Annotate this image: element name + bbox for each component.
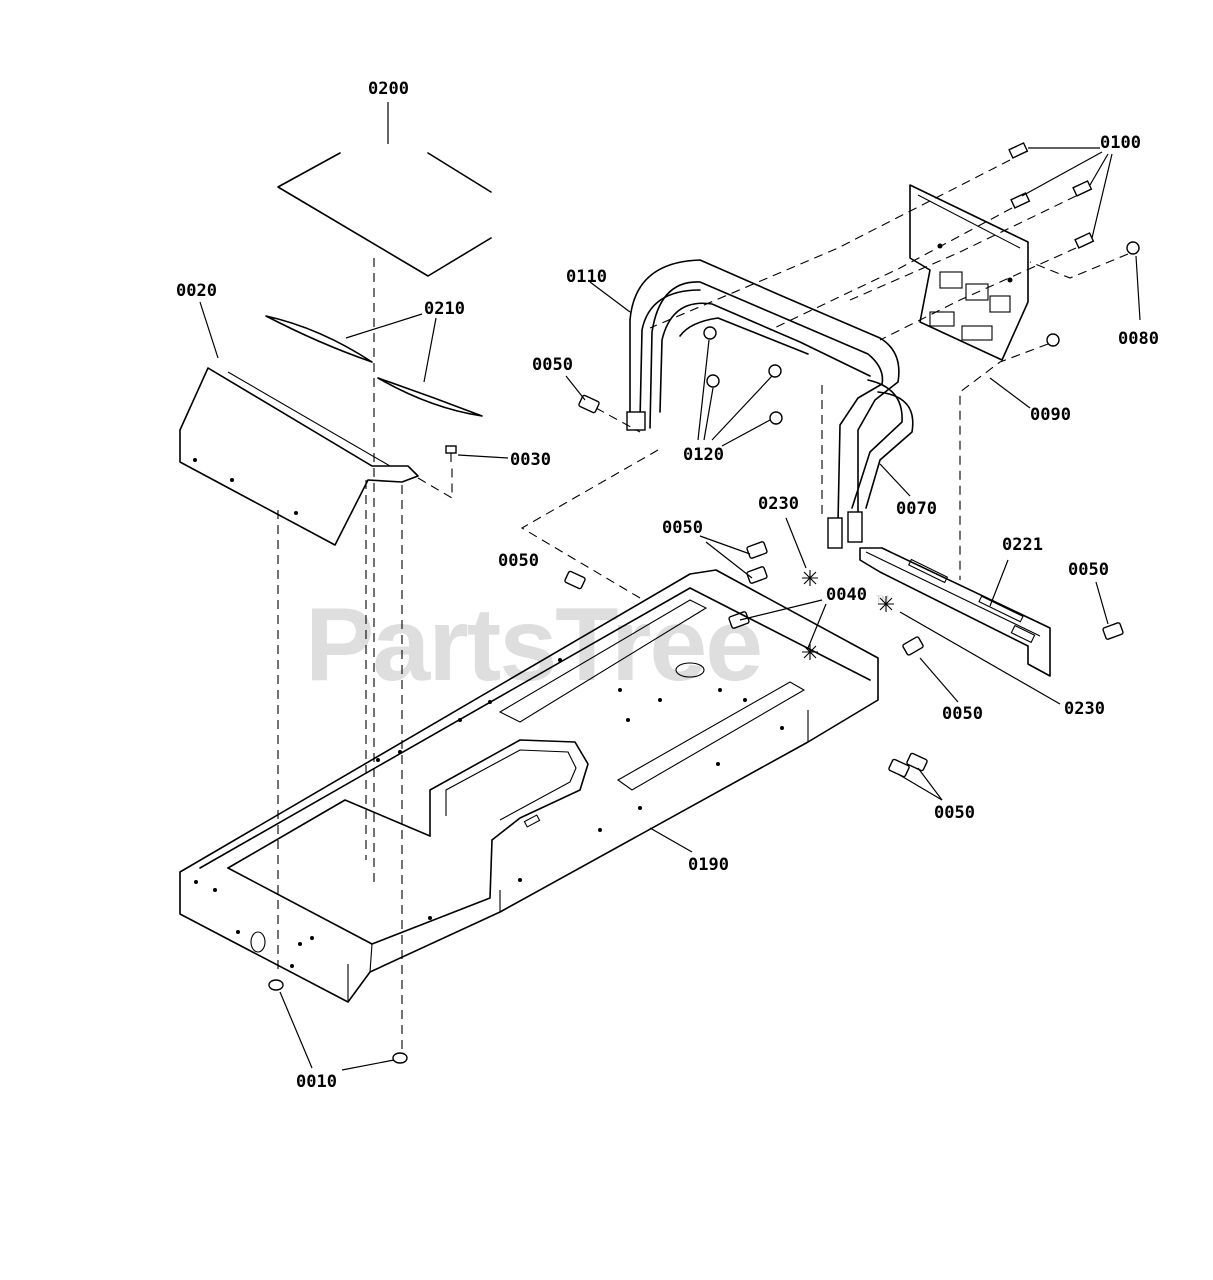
install-line bbox=[417, 468, 453, 499]
callout-0221[interactable]: 0221 bbox=[1002, 535, 1043, 555]
part-0080-washers bbox=[1046, 241, 1140, 347]
callout-0230[interactable]: 0230 bbox=[758, 494, 799, 514]
part-0120-nuts bbox=[703, 326, 783, 425]
part-0090-bracket bbox=[909, 184, 1029, 361]
callout-0120[interactable]: 0120 bbox=[683, 445, 724, 465]
watermark-trademark: TM bbox=[876, 594, 889, 604]
callout-0090[interactable]: 0090 bbox=[1030, 405, 1071, 425]
leader-lines bbox=[199, 102, 1141, 1071]
callout-0230[interactable]: 0230 bbox=[1064, 699, 1105, 719]
part-0050-bolts bbox=[564, 394, 1124, 778]
part-0200-panel bbox=[277, 152, 492, 277]
part-0010-nuts bbox=[268, 979, 408, 1064]
callout-0070[interactable]: 0070 bbox=[896, 499, 937, 519]
callout-0050[interactable]: 0050 bbox=[498, 551, 539, 571]
callout-0190[interactable]: 0190 bbox=[688, 855, 729, 875]
part-0110-tube-frame bbox=[626, 259, 914, 549]
callout-labels: 0200 0020 0210 0030 0110 0050 0120 0100 … bbox=[176, 79, 1159, 1092]
callout-0110[interactable]: 0110 bbox=[566, 267, 607, 287]
callout-0200[interactable]: 0200 bbox=[368, 79, 409, 99]
callout-0050[interactable]: 0050 bbox=[532, 355, 573, 375]
frame-install-lines bbox=[520, 159, 1129, 599]
callout-0050[interactable]: 0050 bbox=[662, 518, 703, 538]
part-0210-strips bbox=[265, 315, 483, 417]
part-0230-clips bbox=[802, 570, 894, 660]
watermark: PartsTree bbox=[305, 587, 761, 703]
callout-0040[interactable]: 0040 bbox=[826, 585, 867, 605]
callout-0050[interactable]: 0050 bbox=[1068, 560, 1109, 580]
callout-0010[interactable]: 0010 bbox=[296, 1072, 337, 1092]
part-0030-bolt bbox=[445, 445, 457, 462]
callout-0210[interactable]: 0210 bbox=[424, 299, 465, 319]
part-0020-seat-pan bbox=[179, 367, 419, 546]
callout-0050[interactable]: 0050 bbox=[934, 803, 975, 823]
callout-0030[interactable]: 0030 bbox=[510, 450, 551, 470]
part-0190-chassis bbox=[179, 569, 879, 1003]
part-0100-bolts bbox=[1008, 142, 1095, 249]
callout-0020[interactable]: 0020 bbox=[176, 281, 217, 301]
callout-0100[interactable]: 0100 bbox=[1100, 133, 1141, 153]
callout-0080[interactable]: 0080 bbox=[1118, 329, 1159, 349]
callout-0050[interactable]: 0050 bbox=[942, 704, 983, 724]
part-0221-rail bbox=[859, 547, 1051, 677]
